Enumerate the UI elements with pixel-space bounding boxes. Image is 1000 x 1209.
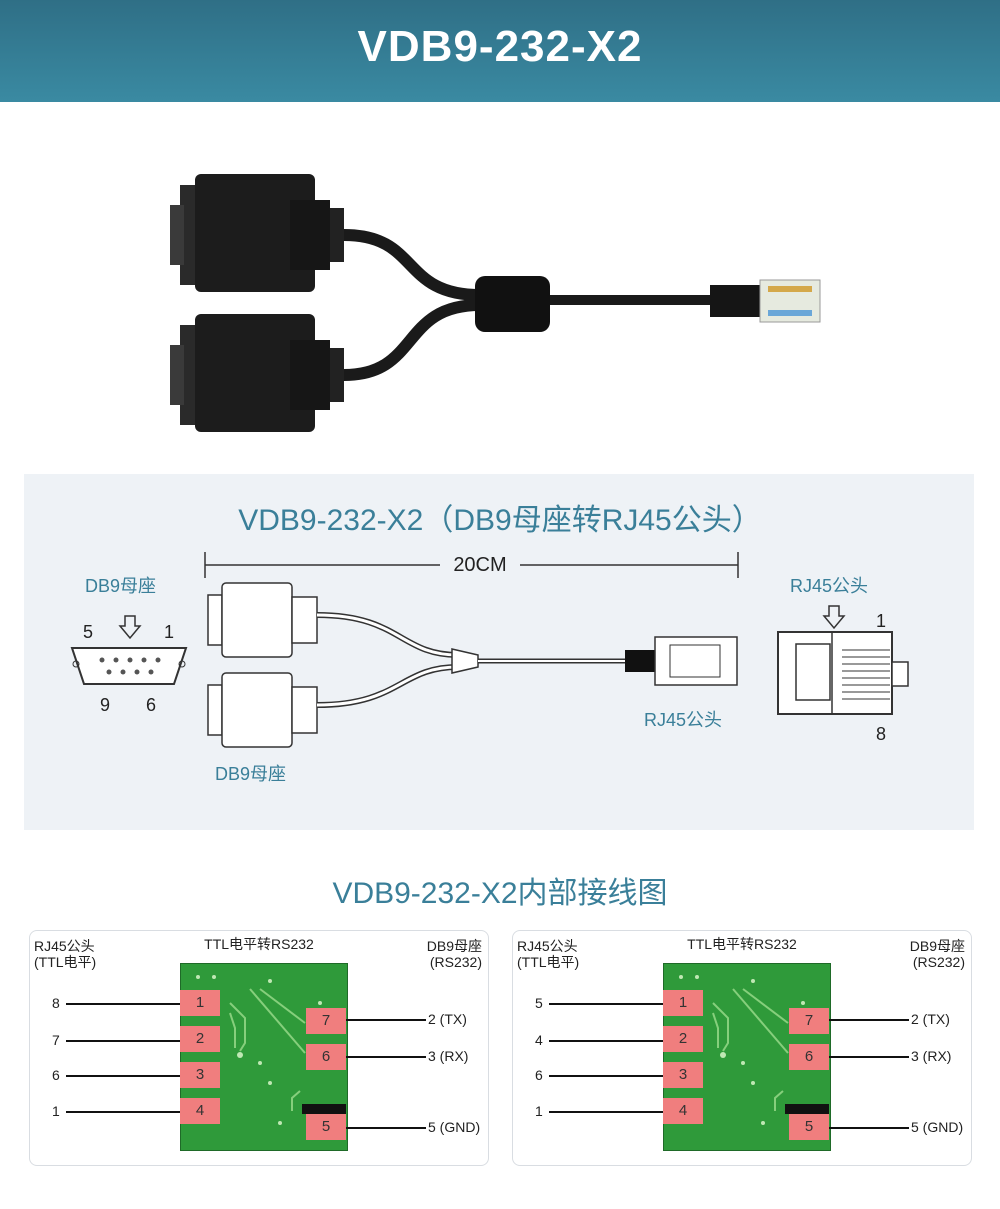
db9-rs232-title-line1: DB9母座 [909, 938, 965, 954]
header-banner [0, 0, 1000, 102]
db9-pin-label: 5 (GND) [911, 1119, 964, 1135]
down-arrow-icon [822, 605, 846, 630]
db9-rs232-title-line2: (RS232) [912, 954, 965, 970]
rj45-plug-face-icon [777, 631, 909, 715]
wire [829, 1019, 909, 1021]
pad-6: 6 [789, 1044, 829, 1070]
product-photo [170, 174, 821, 432]
rj45-ttl-title-line2: (TTL电平) [34, 954, 97, 970]
length-label: 20CM [453, 554, 507, 576]
db9-bottom-label: DB9母座 [215, 764, 287, 784]
pcb-traces [196, 975, 346, 1125]
wire [549, 1111, 663, 1113]
wire [66, 1075, 180, 1077]
rj45-ttl-title-line1: RJ45公头 [34, 938, 95, 954]
db9-pin-label: 3 (RX) [428, 1048, 469, 1064]
db9-rs232-title-line1: DB9母座 [426, 938, 482, 954]
wire [66, 1111, 180, 1113]
rj45-plug-icon [710, 279, 821, 323]
wire [549, 1003, 663, 1005]
db9-connector-upper-icon [170, 174, 344, 292]
page-title: VDB9-232-X2 [357, 22, 643, 71]
length-dimension-line [204, 552, 739, 578]
rj45-cable-label: RJ45公头 [644, 710, 723, 730]
db9-pin-label: 5 (GND) [428, 1119, 481, 1135]
rj45-pin-label: 1 [52, 1103, 60, 1119]
db9-pin-label: 2 (TX) [911, 1011, 950, 1027]
rj45-pin-label: 1 [535, 1103, 543, 1119]
db9-pin-6-label: 6 [146, 695, 157, 715]
converter-title: TTL电平转RS232 [204, 936, 314, 952]
pad-4: 4 [663, 1098, 703, 1124]
wire [549, 1040, 663, 1042]
pad-4: 4 [180, 1098, 220, 1124]
db9-pin-9-label: 9 [100, 695, 111, 715]
cable-splitter-icon [475, 276, 550, 332]
db9-pin-1-label: 1 [164, 622, 175, 642]
pad-1: 1 [663, 990, 703, 1016]
wire [829, 1056, 909, 1058]
pad-7: 7 [306, 1008, 346, 1034]
db9-connector-lower-icon [170, 314, 344, 432]
db9-pin-label: 3 (RX) [911, 1048, 952, 1064]
wire [66, 1040, 180, 1042]
pad-3: 3 [663, 1062, 703, 1088]
rj45-right-label: RJ45公头 [790, 576, 869, 596]
down-arrow-icon [118, 615, 142, 640]
wire [346, 1127, 426, 1129]
pad-6: 6 [306, 1044, 346, 1070]
db9-pin-5-label: 5 [83, 622, 94, 642]
rj45-pin-label: 8 [52, 995, 60, 1011]
db9-pin-label: 2 (TX) [428, 1011, 467, 1027]
pad-2: 2 [663, 1026, 703, 1052]
rj45-pin-8-label: 8 [876, 724, 887, 744]
pad-3: 3 [180, 1062, 220, 1088]
rj45-pin-label: 4 [535, 1032, 543, 1048]
wiring-card-1: RJ45公头 (TTL电平) TTL电平转RS232 DB9母座 (RS232)… [29, 930, 489, 1166]
db9-left-label: DB9母座 [85, 576, 157, 596]
diagram-title: VDB9-232-X2（DB9母座转RJ45公头） [238, 504, 762, 537]
wire [829, 1127, 909, 1129]
wire [549, 1075, 663, 1077]
wire [346, 1056, 426, 1058]
pad-1: 1 [180, 990, 220, 1016]
wiring-card-2: RJ45公头 (TTL电平) TTL电平转RS232 DB9母座 (RS232)… [512, 930, 972, 1166]
rj45-pin-label: 7 [52, 1032, 60, 1048]
pad-7: 7 [789, 1008, 829, 1034]
db9-face-icon [70, 647, 188, 685]
rj45-ttl-title-line1: RJ45公头 [517, 938, 578, 954]
pad-5: 5 [306, 1114, 346, 1140]
rj45-pin-1-label: 1 [876, 611, 887, 631]
pad-2: 2 [180, 1026, 220, 1052]
rj45-pin-label: 6 [535, 1067, 543, 1083]
wiring-title: VDB9-232-X2内部接线图 [332, 877, 668, 910]
rj45-ttl-title-line2: (TTL电平) [517, 954, 580, 970]
rj45-pin-label: 5 [535, 995, 543, 1011]
cable-line-drawing [207, 582, 738, 748]
converter-title: TTL电平转RS232 [687, 936, 797, 952]
wire [346, 1019, 426, 1021]
rj45-pin-label: 6 [52, 1067, 60, 1083]
pad-5: 5 [789, 1114, 829, 1140]
db9-rs232-title-line2: (RS232) [429, 954, 482, 970]
wire [66, 1003, 180, 1005]
